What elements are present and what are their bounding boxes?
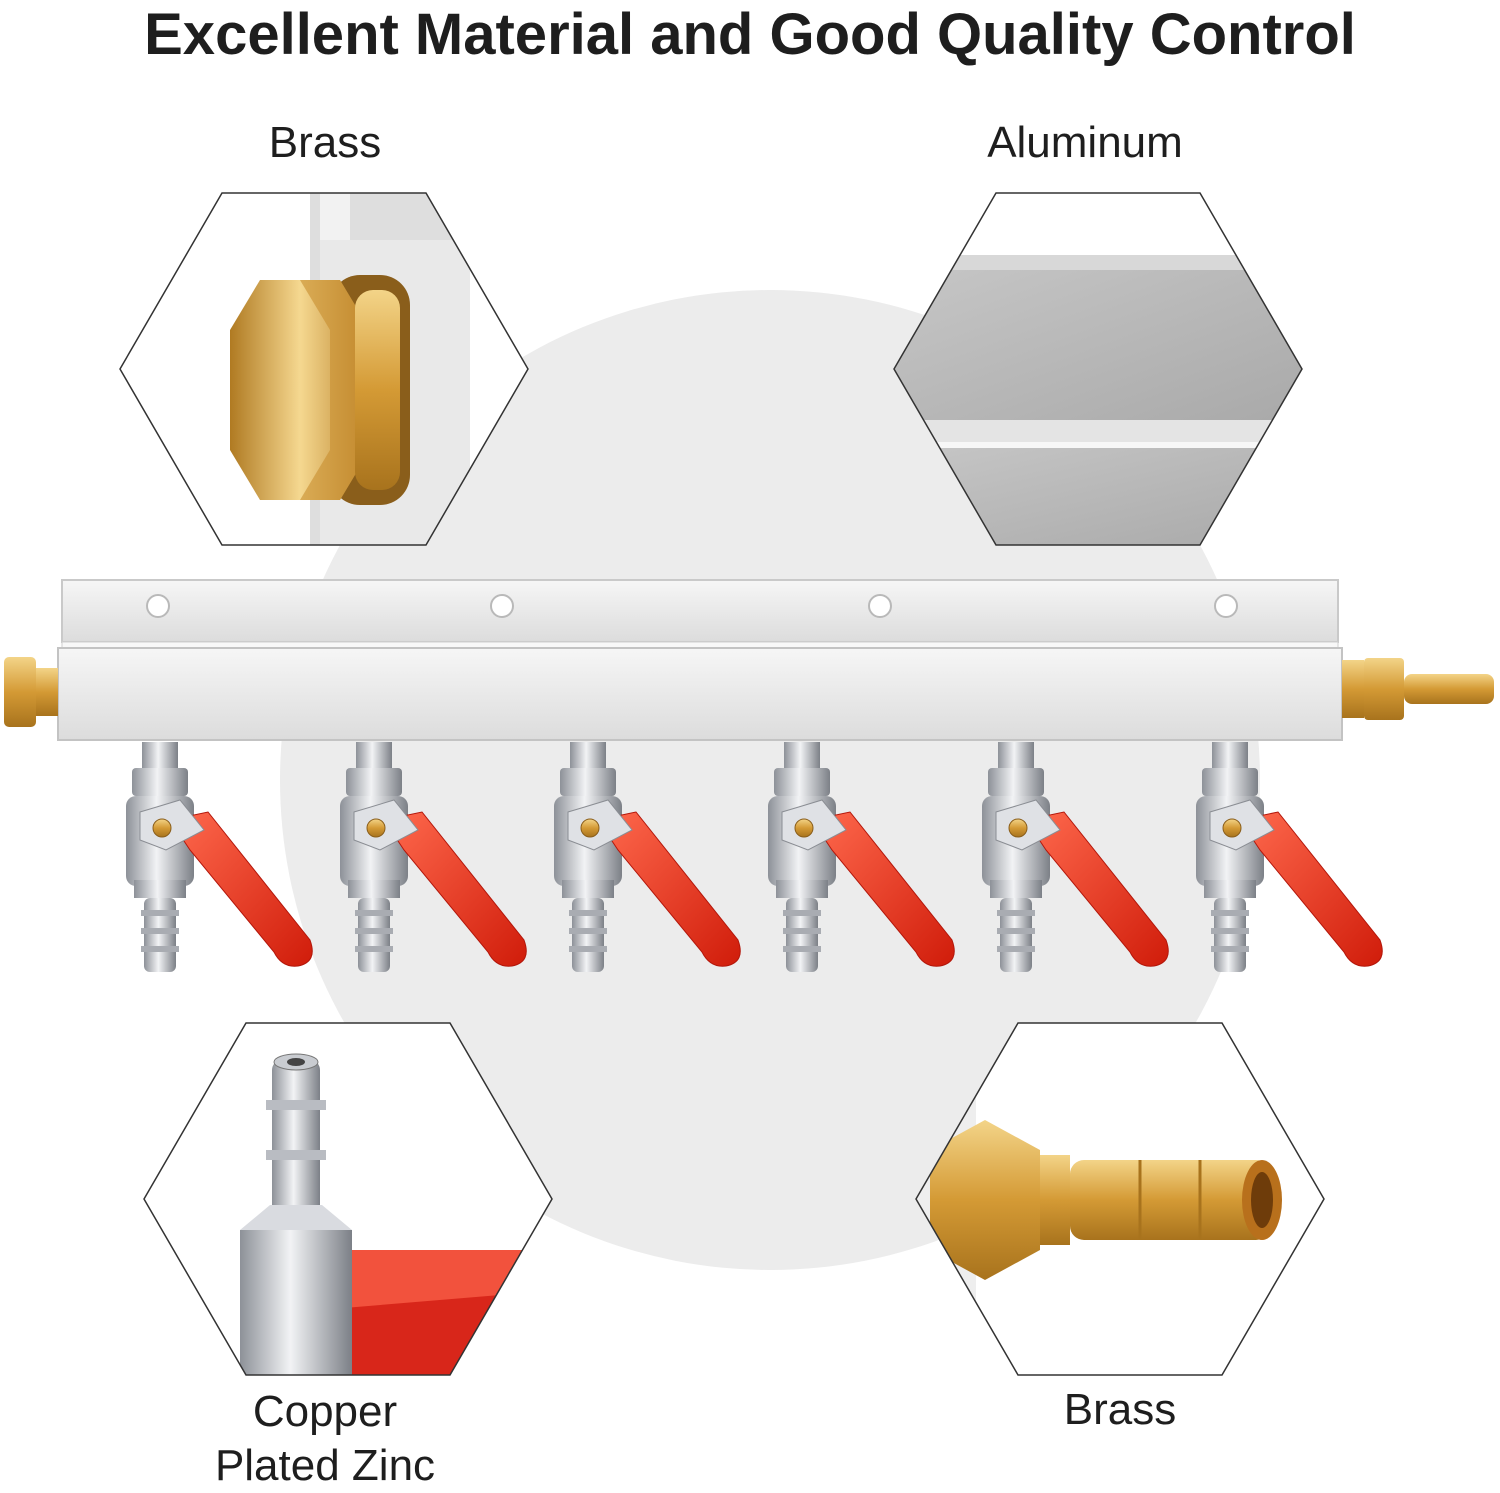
brass-plug-icon [119,192,529,546]
callout-label-brass-barb: Brass [1063,1385,1177,1434]
brass-barb-fitting-icon [915,1022,1325,1376]
ball-valve [126,742,313,972]
callout-label-line2: Plated Zinc [214,1441,436,1490]
ball-valve [340,742,527,972]
valve-row [126,742,1383,972]
right-brass-barb [1342,658,1494,720]
mounting-holes [146,594,1238,618]
ball-valve [768,742,955,972]
valve-handle [1025,811,1169,967]
callout-label-brass-plug: Brass [268,118,382,167]
valve-handle [383,811,527,967]
callout-label-aluminum: Aluminum [987,118,1183,167]
left-brass-plug [4,657,58,727]
page-title: Excellent Material and Good Quality Cont… [144,2,1356,67]
valve-handle [811,811,955,967]
callout-label-line1: Copper [252,1387,398,1436]
ball-valve [554,742,741,972]
ball-valve [1196,742,1383,972]
valve-handle [169,811,313,967]
zinc-barb-valve-icon [143,1022,553,1376]
manifold-bar [4,579,1494,741]
ball-valve [982,742,1169,972]
callout-label-copper-plated-zinc: Copper Plated Zinc [175,1385,475,1493]
valve-handle [1239,811,1383,967]
valve-handle [597,811,741,967]
